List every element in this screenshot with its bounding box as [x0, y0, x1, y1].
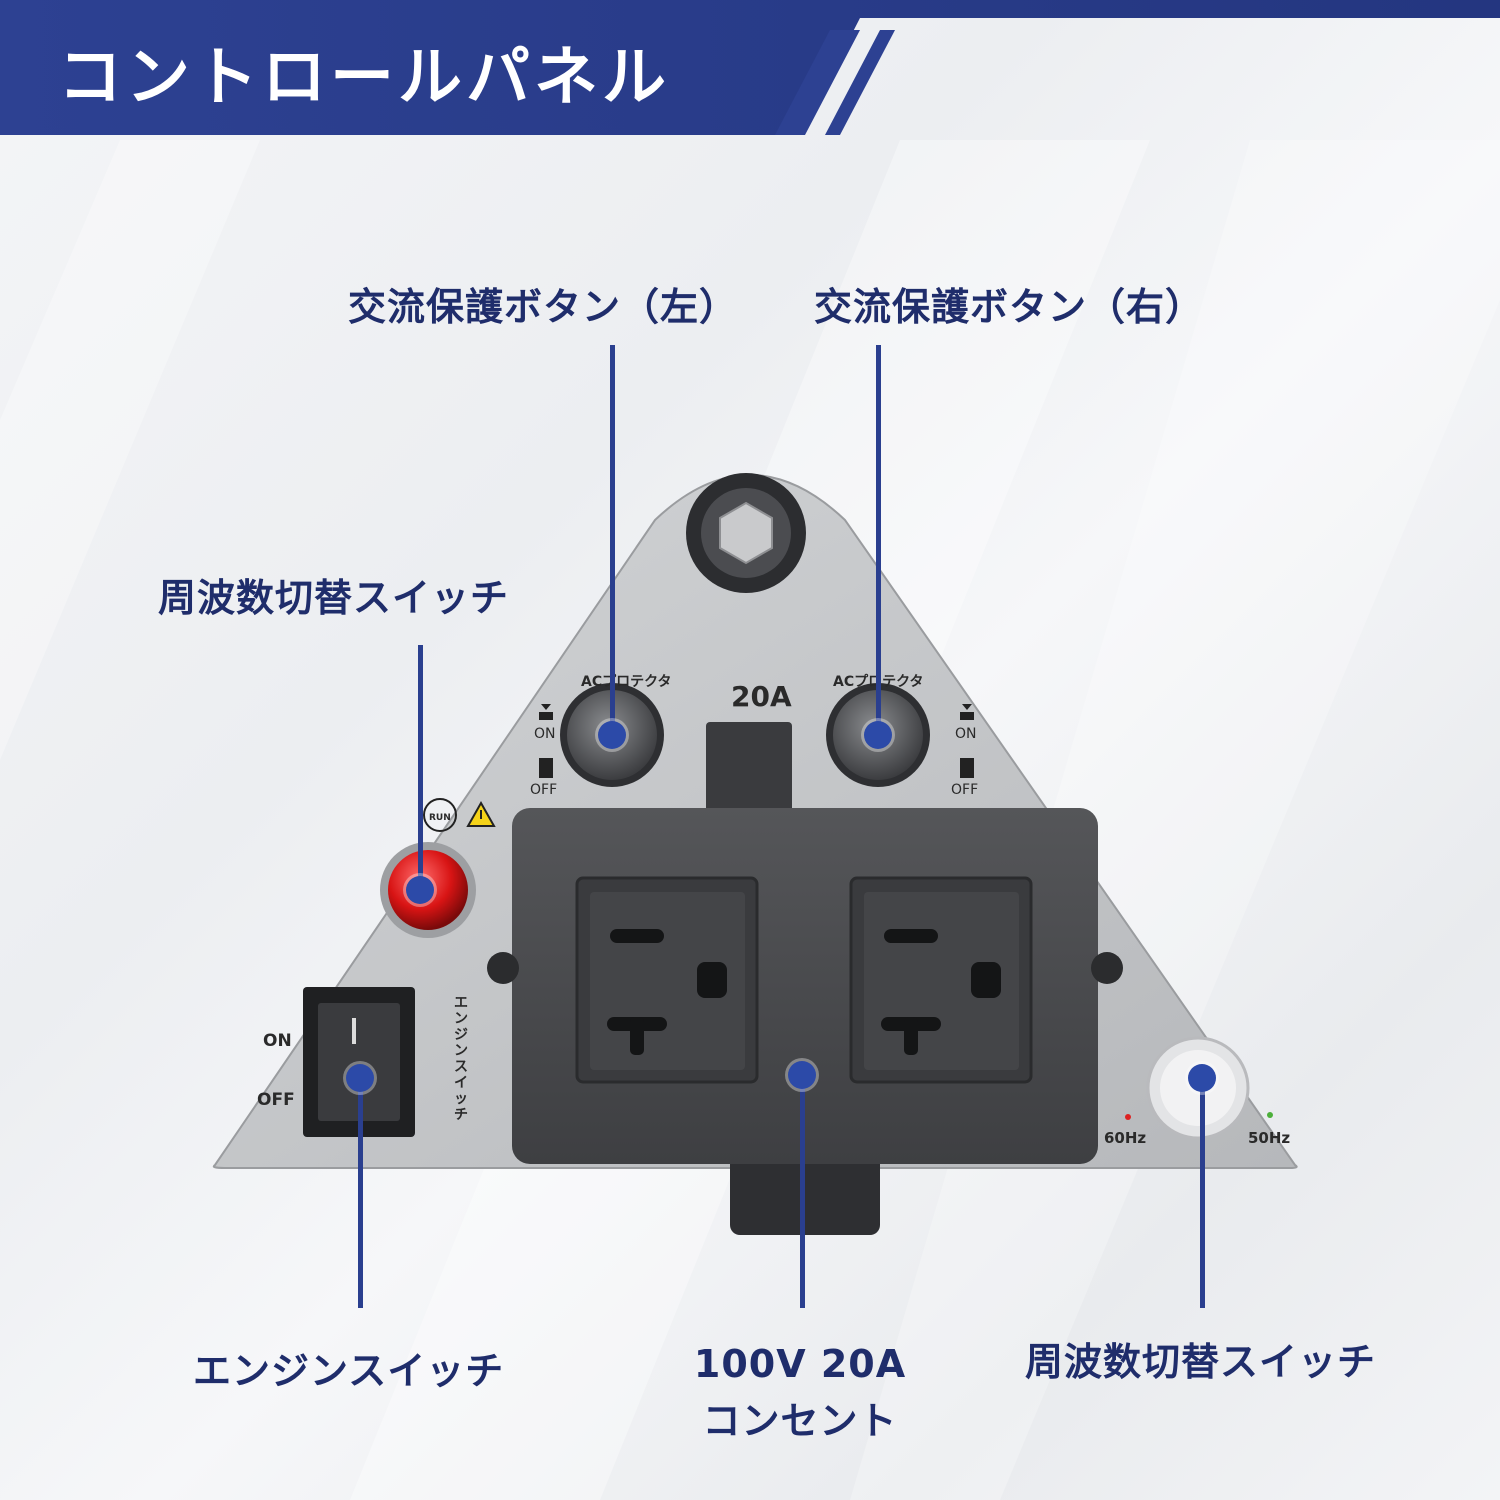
leader-outlet: [800, 1075, 805, 1308]
callout-ac-right: 交流保護ボタン（右）: [814, 285, 1205, 329]
leader-freq-bottom: [1200, 1078, 1205, 1308]
off-label-right: OFF: [951, 782, 979, 798]
leader-ac-right: [876, 345, 881, 735]
marker-outlet: [788, 1061, 816, 1089]
run-icon: [423, 798, 457, 832]
header-banner: コントロールパネル: [0, 0, 1500, 140]
warning-icon: [466, 800, 496, 827]
marker-engine: [346, 1064, 374, 1092]
leader-engine: [358, 1078, 363, 1308]
on-icon-left: [539, 704, 553, 720]
callout-freq-bottom: 周波数切替スイッチ: [1025, 1340, 1377, 1384]
panel-bolt: [686, 473, 806, 593]
callout-outlet-line2: コンセント: [702, 1399, 898, 1443]
ac-protector-label-left: ACプロテクタ: [581, 674, 672, 690]
hz50-label: 50Hz: [1248, 1129, 1291, 1147]
off-label-left: OFF: [530, 782, 558, 798]
leader-freq-top: [418, 645, 423, 890]
callout-ac-left: 交流保護ボタン（左）: [348, 285, 739, 329]
rocker-off-label: OFF: [257, 1090, 295, 1110]
marker-ac-right: [864, 721, 892, 749]
engine-switch-vertical-label: エンジンスイッチ: [454, 995, 468, 1123]
engine-rocker-switch: [303, 987, 415, 1137]
callout-engine-switch: エンジンスイッチ: [193, 1349, 505, 1393]
amperage-label: 20A: [731, 680, 792, 713]
on-icon-right: [960, 704, 974, 720]
marker-freq-bottom: [1188, 1064, 1216, 1092]
leader-ac-left: [610, 345, 615, 735]
marker-ac-left: [598, 721, 626, 749]
callout-freq-top: 周波数切替スイッチ: [158, 576, 510, 620]
run-label: RUN: [429, 813, 451, 823]
off-icon-left: [539, 758, 553, 778]
outlet-socket-right: [849, 876, 1033, 1084]
on-label-right: ON: [955, 726, 977, 742]
on-label-left: ON: [534, 726, 556, 742]
outlet-bracket-top: [706, 722, 792, 822]
off-icon-right: [960, 758, 974, 778]
page-title: コントロールパネル: [58, 41, 670, 115]
hz60-label: 60Hz: [1104, 1129, 1147, 1147]
callout-outlet-line1: 100V 20A: [693, 1342, 907, 1386]
marker-freq-top: [406, 876, 434, 904]
rocker-on-label: ON: [263, 1031, 292, 1051]
outlet-socket-left: [575, 876, 759, 1084]
